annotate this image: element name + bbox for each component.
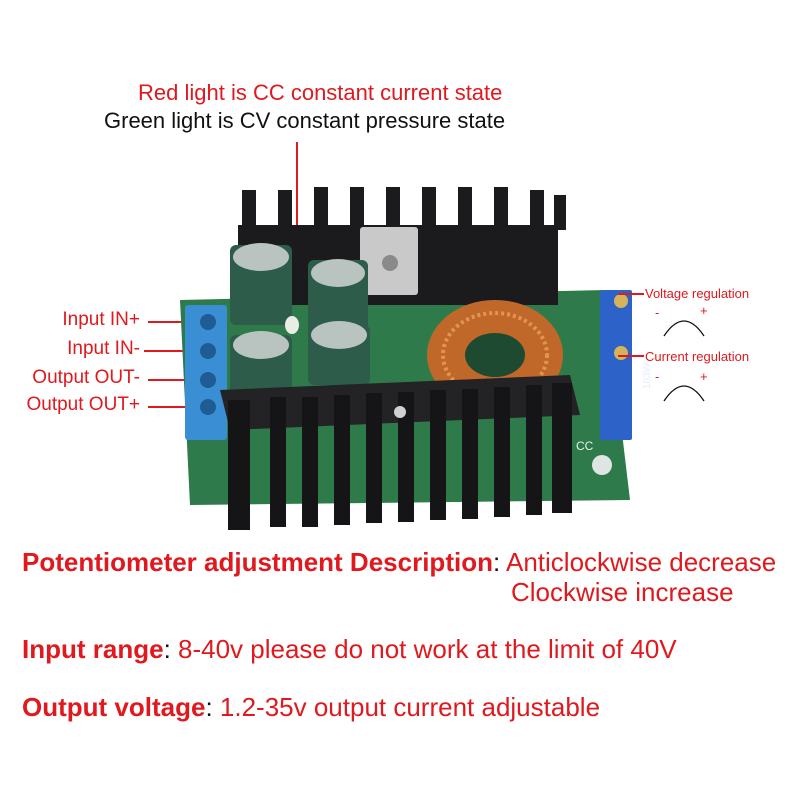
input-range-value: 8-40v please do not work at the limit of… [178,634,677,664]
current-plus-sign: + [700,369,708,384]
pot-marking: 103W [642,362,650,389]
current-pointer-line [618,355,644,357]
voltage-minus-sign: - [655,305,660,320]
front-heatsink [220,375,580,530]
terminal-label-out-minus: Output OUT- [32,367,140,388]
voltage-regulation-label: Voltage regulation [645,286,750,301]
terminal-label-out-plus: Output OUT+ [26,394,140,415]
cv-state-caption: Green light is CV constant pressure stat… [104,108,506,133]
current-regulation-label: Current regulation [645,349,750,364]
cc-state-caption: Red light is CC constant current state [138,80,503,105]
pointer-line-out-minus [148,379,206,381]
input-range-title: Input range [22,634,164,664]
output-voltage-line: Output voltage: 1.2-35v output current a… [22,692,601,722]
current-minus-sign: - [655,369,660,384]
status-led [285,316,299,334]
output-voltage-value: 1.2-35v output current adjustable [219,692,601,722]
pot-description-line: Potentiometer adjustment Description: An… [22,547,777,577]
pot-description-line1: Anticlockwise decrease [505,547,777,577]
pointer-line-out-plus [148,406,206,408]
input-range-line: Input range: 8-40v please do not work at… [22,634,677,664]
voltage-pointer-line [618,293,644,295]
current-arc-icon [663,385,705,402]
output-voltage-title: Output voltage [22,692,206,722]
converter-board-image: 103W CC [180,187,650,530]
pot-description-line2: Clockwise increase [511,577,734,607]
capacitors [230,243,370,395]
pointer-line-in-minus [144,350,206,352]
potentiometer-pair: 103W [600,290,650,440]
terminal-label-in-plus: Input IN+ [62,309,140,330]
cc-label: CC [576,439,594,453]
voltage-plus-sign: + [700,303,708,318]
terminal-block [185,305,227,440]
voltage-arc-icon [663,320,705,337]
mount-hole [592,455,612,475]
pointer-line-in-plus [148,321,206,323]
pot-description-title: Potentiometer adjustment Description [22,547,493,577]
terminal-label-in-minus: Input IN- [67,338,140,359]
